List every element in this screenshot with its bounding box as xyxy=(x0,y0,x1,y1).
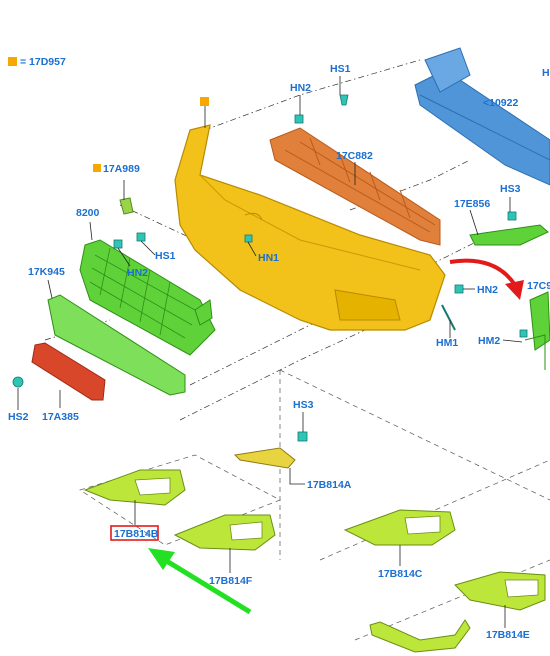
fasteners xyxy=(12,94,528,442)
label-17a385[interactable]: 17A385 xyxy=(42,411,79,423)
label-hs3-right[interactable]: HS3 xyxy=(500,183,521,195)
bezel-17b814c xyxy=(343,509,456,546)
label-hs3-low[interactable]: HS3 xyxy=(293,399,314,411)
bumper-cover xyxy=(174,97,446,331)
bezel-17b814b xyxy=(83,469,186,506)
label-hn2-left[interactable]: HN2 xyxy=(127,267,148,279)
marker-17a989 xyxy=(93,164,101,172)
grille-bracket xyxy=(194,299,213,326)
small-clip-part xyxy=(119,197,134,215)
label-hs1-mid[interactable]: HS1 xyxy=(155,250,176,262)
reinforcement-beam xyxy=(414,47,550,186)
legend-text: = 17D957 xyxy=(20,56,66,68)
label-17b814c[interactable]: 17B814C xyxy=(378,568,423,580)
bezel-17b814e xyxy=(454,571,546,611)
label-17c882[interactable]: 17C882 xyxy=(336,150,373,162)
red-curved-arrow xyxy=(449,258,524,300)
lower-grille xyxy=(47,239,216,396)
bracket-17b814a xyxy=(233,447,296,469)
label-17c9[interactable]: 17C9 xyxy=(527,280,550,292)
leader-lines xyxy=(17,76,523,628)
label-hs2[interactable]: HS2 xyxy=(8,411,29,423)
label-17b814a[interactable]: 17B814A xyxy=(307,479,352,491)
side-bracket xyxy=(469,224,549,246)
label-17a989[interactable]: 17A989 xyxy=(103,163,140,175)
label-10922[interactable]: <10922 xyxy=(483,97,518,109)
lower-trim-part xyxy=(369,619,471,653)
label-hn2-right[interactable]: HN2 xyxy=(477,284,498,296)
bezel-17b814f xyxy=(173,514,276,551)
label-hm1[interactable]: HM1 xyxy=(436,337,458,349)
lower-strip xyxy=(31,342,106,401)
label-8200[interactable]: 8200 xyxy=(76,207,100,219)
label-17b814f[interactable]: 17B814F xyxy=(209,575,253,587)
energy-absorber xyxy=(269,127,441,246)
label-17e856[interactable]: 17E856 xyxy=(454,198,490,210)
green-pointer-arrow xyxy=(148,548,252,615)
label-hm2[interactable]: HM2 xyxy=(478,335,500,347)
label-hs1-top[interactable]: HS1 xyxy=(330,63,351,75)
legend-marker-bumper xyxy=(200,97,209,106)
label-17k945[interactable]: 17K945 xyxy=(28,266,65,278)
label-17b814e[interactable]: 17B814E xyxy=(486,629,530,641)
label-h-edge[interactable]: H xyxy=(542,67,550,79)
label-hn2-top[interactable]: HN2 xyxy=(290,82,311,94)
highlight-box-17b814b xyxy=(110,525,159,541)
legend-swatch xyxy=(8,57,17,66)
side-bracket-right xyxy=(524,291,550,370)
label-hn1[interactable]: HN1 xyxy=(258,252,279,264)
label-17b814b[interactable]: 17B814B xyxy=(114,528,159,540)
